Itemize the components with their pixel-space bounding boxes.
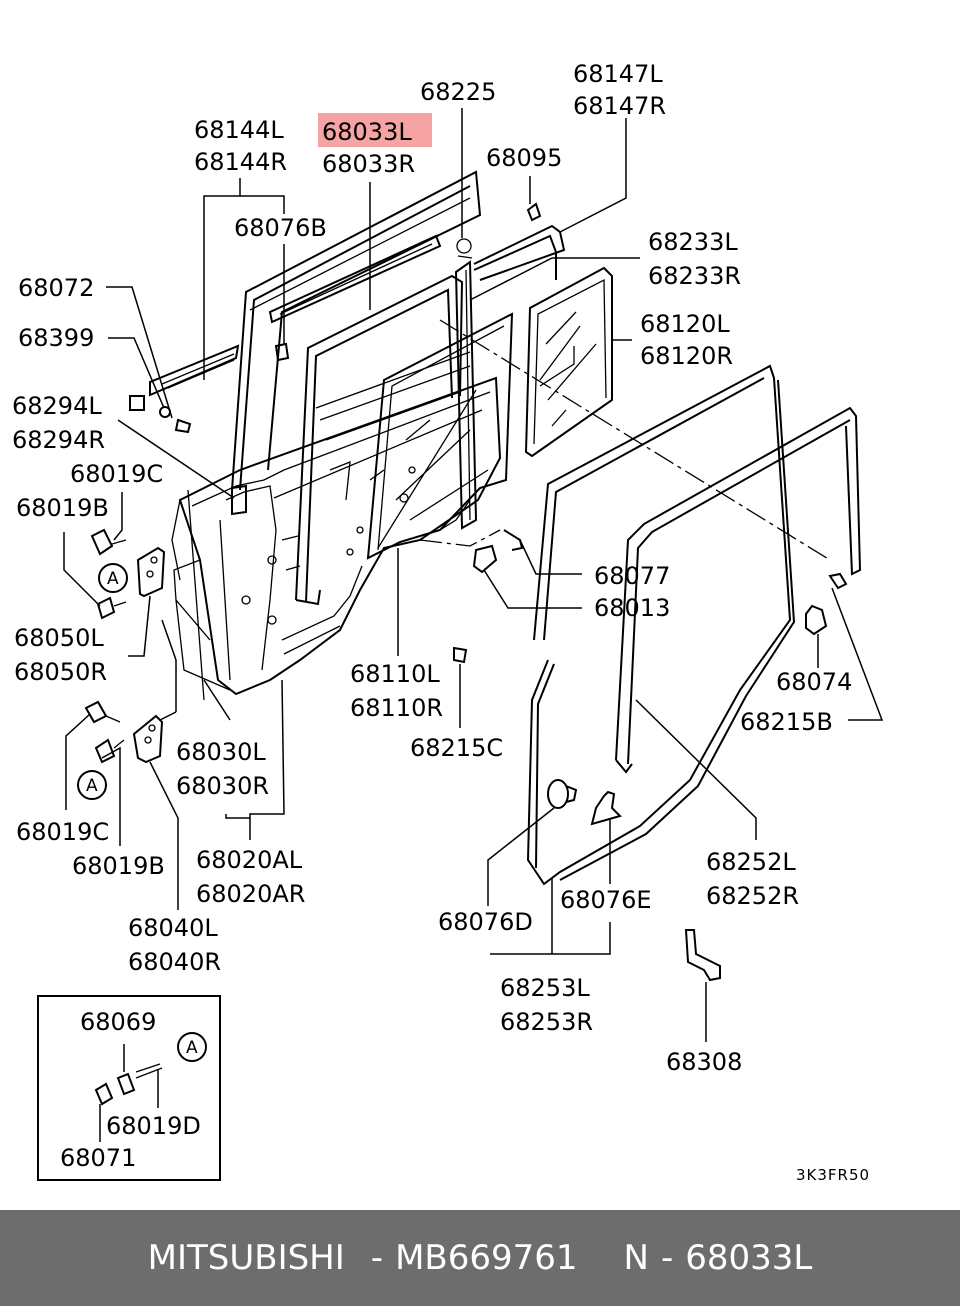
quarter-window — [473, 224, 613, 458]
parts-diagram: 68147L 68147R 68225 68033L 68033R 68144L… — [12, 60, 884, 1184]
label-68215C: 68215C — [410, 734, 503, 762]
label-68072: 68072 — [18, 274, 94, 302]
label-68071: 68071 — [60, 1144, 136, 1172]
center-line — [439, 319, 831, 561]
circle-a-label-2: A — [86, 776, 98, 796]
label-68019B-top: 68019B — [16, 494, 109, 522]
circle-a-label-1: A — [107, 569, 119, 589]
part-number: MB669761 — [395, 1238, 578, 1278]
label-68120R: 68120R — [640, 342, 733, 370]
footer-dash-1: - — [370, 1238, 384, 1278]
diagram-code: 3K3FR50 — [796, 1166, 870, 1184]
label-68040L: 68040L — [128, 914, 218, 942]
label-68050R: 68050R — [14, 658, 107, 686]
ref-code: 68033L — [685, 1238, 813, 1278]
label-68074: 68074 — [776, 668, 852, 696]
ref-prefix: N — [623, 1238, 649, 1278]
label-68069: 68069 — [80, 1008, 156, 1036]
label-68294L: 68294L — [12, 392, 102, 420]
label-68033L: 68033L — [322, 118, 412, 146]
label-68120L: 68120L — [640, 310, 730, 338]
footer-bar: MITSUBISHI - MB669761 N - 68033L — [0, 1210, 960, 1306]
label-68019C-top: 68019C — [70, 460, 163, 488]
label-68252L: 68252L — [706, 848, 796, 876]
label-68040R: 68040R — [128, 948, 221, 976]
label-68033R: 68033R — [322, 150, 415, 178]
highlight-box — [318, 113, 432, 147]
door-sash — [231, 170, 482, 491]
label-68215B: 68215B — [740, 708, 833, 736]
label-68020AL: 68020AL — [196, 846, 303, 874]
label-68144R: 68144R — [194, 148, 287, 176]
opening-weatherstrip — [526, 364, 796, 886]
label-68233R: 68233R — [648, 262, 741, 290]
label-68076D: 68076D — [438, 908, 533, 936]
belt-moulding-outer — [129, 234, 442, 411]
label-68013: 68013 — [594, 594, 670, 622]
label-68019D: 68019D — [106, 1112, 201, 1140]
clips — [159, 202, 848, 826]
glass-run-channel — [295, 274, 464, 606]
label-68252R: 68252R — [706, 882, 799, 910]
window-regulator — [366, 312, 514, 560]
label-68030L: 68030L — [176, 738, 266, 766]
bracket-68308 — [684, 929, 721, 982]
label-68233L: 68233L — [648, 228, 738, 256]
label-68020AR: 68020AR — [196, 880, 305, 908]
label-68147L: 68147L — [573, 60, 663, 88]
hinges — [84, 528, 166, 764]
label-68225: 68225 — [420, 78, 496, 106]
label-68294R: 68294R — [12, 426, 105, 454]
label-68077: 68077 — [594, 562, 670, 590]
label-68030R: 68030R — [176, 772, 269, 800]
label-68253L: 68253L — [500, 974, 590, 1002]
label-68399: 68399 — [18, 324, 94, 352]
label-68147R: 68147R — [573, 92, 666, 120]
label-68019C-bot: 68019C — [16, 818, 109, 846]
label-68110R: 68110R — [350, 694, 443, 722]
label-68144L: 68144L — [194, 116, 284, 144]
circle-a-markers — [77, 563, 207, 1062]
label-68308: 68308 — [666, 1048, 742, 1076]
leader-lines — [63, 108, 884, 1142]
label-68076B: 68076B — [234, 214, 327, 242]
label-68019B-bot: 68019B — [72, 852, 165, 880]
footer-dash-2: - — [660, 1238, 674, 1278]
door-inner-panel — [171, 351, 502, 701]
inset-box — [37, 995, 221, 1181]
division-bar — [454, 238, 478, 530]
label-68076E: 68076E — [560, 886, 652, 914]
label-68050L: 68050L — [14, 624, 104, 652]
label-68253R: 68253R — [500, 1008, 593, 1036]
label-68095: 68095 — [486, 144, 562, 172]
label-68110L: 68110L — [350, 660, 440, 688]
door-weatherstrip — [615, 406, 862, 774]
brand-name: MITSUBISHI — [147, 1238, 345, 1278]
circle-a-label-3: A — [186, 1038, 198, 1058]
